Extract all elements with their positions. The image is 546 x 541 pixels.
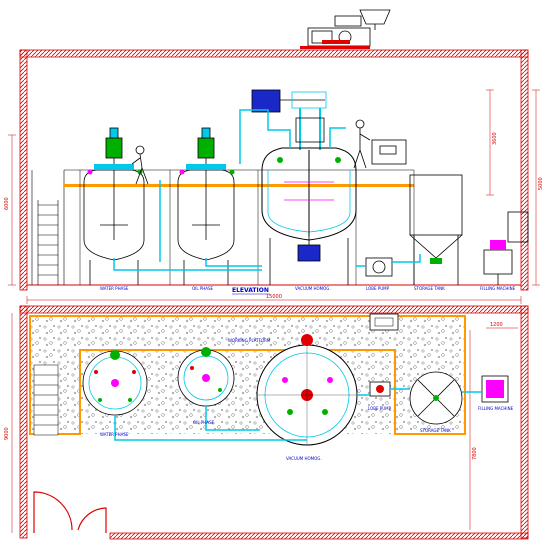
elevation-dimension-lines <box>8 89 540 286</box>
plan-water-phase-tank <box>82 350 148 416</box>
elev-label-water-phase: WATER PHASE <box>100 286 129 291</box>
dim-elev-inner-right: 3600 <box>492 132 498 145</box>
plan-piping <box>114 388 482 441</box>
elevation-staircase <box>31 170 65 285</box>
dim-elev-height-left: 6000 <box>4 197 10 210</box>
plan-label-water-phase: WATER PHASE <box>100 432 129 437</box>
plan-label-lobe-pump: LOBE PUMP <box>368 406 392 411</box>
elev-label-oil-phase: OIL PHASE <box>192 286 214 291</box>
elevation-water-phase-tank <box>83 127 149 285</box>
plan-oil-phase-tank <box>177 347 235 407</box>
plan-vacuum-homogenizer <box>256 334 358 446</box>
elev-label-filling: FILLING MACHINE <box>480 286 516 291</box>
elevation-lobe-pump <box>356 257 393 277</box>
elevation-oil-phase-tank <box>177 127 235 285</box>
elev-label-vacuum-homogenizer: VACUUM HOMOG. <box>295 286 331 291</box>
plan-filling-machine <box>481 375 509 403</box>
elevation-vacuum-homogenizer <box>251 89 407 285</box>
elevation-filling-machine <box>483 211 529 285</box>
elevation-storage-tank <box>409 174 463 285</box>
elev-label-lobe-pump: LOBE PUMP <box>366 286 390 291</box>
plan-lobe-pump <box>369 381 391 397</box>
elevation-building-wall <box>19 49 529 291</box>
plan-building-wall <box>19 305 529 540</box>
dim-plan-small: 1200 <box>490 322 503 328</box>
plan-door <box>33 491 107 533</box>
plan-staircase <box>33 364 59 436</box>
elevation-piping <box>113 109 421 271</box>
plan-label-storage-tank: STORAGE TANK <box>420 428 451 433</box>
plan-storage-tank <box>409 371 463 425</box>
dim-elev-height-right: 5000 <box>538 177 544 190</box>
plan-label-filling: FILLING MACHINE <box>478 406 514 411</box>
dim-plan-width: 15000 <box>266 294 282 300</box>
plan-title-working-platform: WORKING PLATFORM <box>228 338 271 343</box>
elev-label-storage-tank: STORAGE TANK <box>414 286 445 291</box>
plan-dimension-lines <box>11 296 522 533</box>
dim-plan-depth-left: 9000 <box>4 427 10 440</box>
roof-vacuum-pump-unit <box>300 9 391 49</box>
elevation-platform <box>64 169 415 285</box>
plan-label-vacuum-homogenizer: VACUUM HOMOG. <box>286 456 322 461</box>
elevation-title: ELEVATION <box>232 287 269 294</box>
dim-plan-depth-right: 7800 <box>472 447 478 460</box>
plan-label-oil-phase: OIL PHASE <box>193 420 215 425</box>
